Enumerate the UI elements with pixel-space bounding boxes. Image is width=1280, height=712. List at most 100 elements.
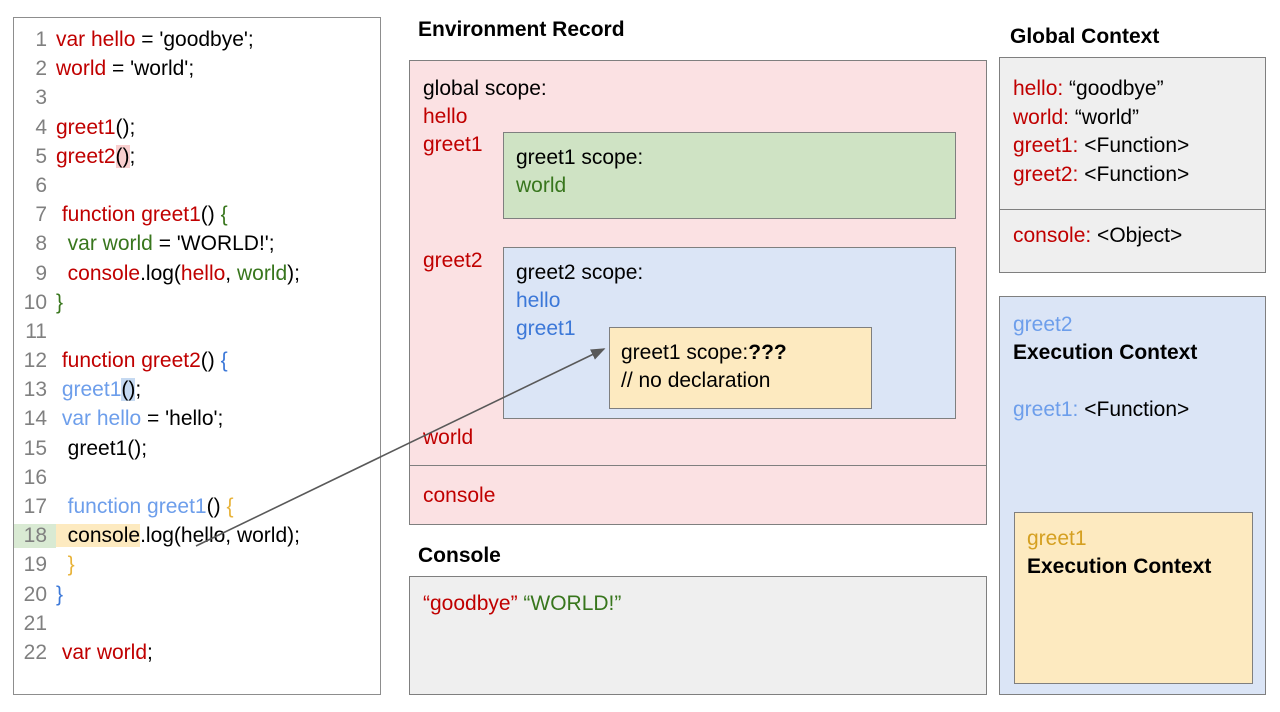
global-context-console-value: <Object> <box>1091 224 1183 247</box>
greet2-execution-context-heading: Execution Context <box>1013 341 1198 364</box>
code-token: { <box>220 203 228 227</box>
code-token: = 'goodbye'; <box>135 28 254 51</box>
code-token: = 'WORLD!'; <box>152 232 275 256</box>
global-context-entry: greet2: <Function> <box>1013 161 1189 190</box>
code-token: () <box>121 378 136 402</box>
code-line-text: console.log(hello, world); <box>56 524 300 548</box>
code-line[interactable]: 13 greet1(); <box>14 378 380 407</box>
code-line-number: 22 <box>23 640 47 664</box>
code-line[interactable]: 18 console.log(hello, world); <box>14 524 380 553</box>
code-line-number: 10 <box>23 290 47 314</box>
code-line[interactable]: 19 } <box>14 553 380 582</box>
code-line-text: var hello = 'goodbye'; <box>56 28 254 52</box>
code-token: function greet1 <box>56 495 207 518</box>
code-line-text: greet2(); <box>56 144 136 169</box>
code-line[interactable]: 11 <box>14 320 380 349</box>
code-line-text: } <box>56 583 63 607</box>
code-line-number: 15 <box>23 436 47 460</box>
code-line-number: 16 <box>23 465 47 489</box>
global-context-title: Global Context <box>1010 25 1160 48</box>
code-line[interactable]: 8 var world = 'WORLD!'; <box>14 232 380 261</box>
code-token: } <box>56 582 64 606</box>
code-line-text: var world; <box>56 641 153 665</box>
environment-record-section: Environment Record <box>409 17 987 52</box>
environment-record-box: global scope: hello greet1 greet2 world … <box>409 60 987 525</box>
code-token: ; <box>135 378 142 402</box>
code-line[interactable]: 10} <box>14 291 380 320</box>
code-line-text: function greet2() { <box>56 349 228 373</box>
code-line[interactable]: 5 greet2(); <box>14 144 380 174</box>
code-line-number: 13 <box>23 378 47 402</box>
greet1-scope-box: greet1 scope: world <box>503 132 956 219</box>
code-line[interactable]: 21 <box>14 612 380 641</box>
code-token: var hello <box>56 28 136 51</box>
global-context-divider <box>1000 209 1265 210</box>
greet1-inner-scope-label: greet1 scope: <box>621 341 749 364</box>
greet1-scope-title: greet1 scope: <box>516 146 644 169</box>
global-context-entry-key: greet2: <box>1013 162 1079 186</box>
greet2-execution-context-entry-key: greet1: <box>1013 398 1079 421</box>
greet1-scope-var-world: world <box>516 174 567 197</box>
greet1-execution-context-box: greet1 Execution Context <box>1014 512 1253 684</box>
global-scope-label: global scope: <box>423 77 547 100</box>
code-line-text: function greet1() { <box>56 203 228 227</box>
env-var-greet2: greet2 <box>423 249 483 272</box>
code-line-number: 5 <box>35 144 47 168</box>
code-token: var hello <box>56 407 142 431</box>
code-token: .log( <box>140 261 181 285</box>
code-line[interactable]: 20} <box>14 583 380 612</box>
code-line[interactable]: 6 <box>14 174 380 203</box>
greet1-inner-scope-box: greet1 scope:??? // no declaration <box>609 327 872 409</box>
greet2-execution-context-entry-value: <Function> <box>1078 398 1190 421</box>
code-token: world <box>56 57 107 81</box>
code-line-number: 19 <box>23 553 47 577</box>
code-line-number: 9 <box>35 261 47 285</box>
code-line-number: 2 <box>35 57 47 81</box>
code-token: function greet1 <box>56 203 201 227</box>
console-output-item: “WORLD!” <box>517 592 622 615</box>
greet1-inner-scope-comment: // no declaration <box>621 369 771 392</box>
code-line[interactable]: 14 var hello = 'hello'; <box>14 407 380 436</box>
code-token: world <box>236 261 288 285</box>
greet1-execution-context-name: greet1 <box>1027 527 1087 550</box>
console-output-item: “goodbye” <box>423 592 518 615</box>
greet2-scope-title: greet2 scope: <box>516 261 644 284</box>
code-token: console <box>56 524 141 548</box>
global-context-console-entry: console: <Object> <box>1013 222 1182 251</box>
code-token: () <box>200 203 221 227</box>
code-token: } <box>56 290 64 314</box>
code-line-number: 14 <box>23 407 47 431</box>
code-line[interactable]: 9 console.log(hello, world); <box>14 262 380 291</box>
code-line-number: 17 <box>23 495 47 518</box>
code-line[interactable]: 7 function greet1() { <box>14 203 380 232</box>
code-token: { <box>226 495 234 518</box>
code-line-number: 3 <box>35 86 47 110</box>
code-line[interactable]: 15 greet1(); <box>14 437 380 466</box>
code-token: greet2 <box>56 144 116 168</box>
code-token: hello <box>180 261 226 285</box>
code-token: .log(hello, world); <box>140 524 300 548</box>
code-token: ; <box>129 144 136 168</box>
code-token: () <box>200 349 221 373</box>
environment-record-title: Environment Record <box>418 18 625 41</box>
code-line[interactable]: 17 function greet1() { <box>14 495 380 524</box>
code-line[interactable]: 22 var world; <box>14 641 380 670</box>
code-token: var world <box>56 232 153 256</box>
code-line[interactable]: 16 <box>14 466 380 495</box>
code-token: ; <box>147 640 153 664</box>
greet2-scope-var-greet1: greet1 <box>516 317 576 340</box>
code-line[interactable]: 12 function greet2() { <box>14 349 380 378</box>
greet1-inner-scope-unknown: ??? <box>748 341 787 364</box>
code-line[interactable]: 3 <box>14 86 380 115</box>
code-line-number: 21 <box>23 611 47 635</box>
global-context-entry: greet1: <Function> <box>1013 132 1189 161</box>
code-token: ); <box>287 261 300 285</box>
code-line-text: var hello = 'hello'; <box>56 407 224 431</box>
environment-record-divider <box>410 465 986 466</box>
code-token: , <box>225 261 237 285</box>
global-context-entry-value: “world” <box>1069 105 1140 129</box>
